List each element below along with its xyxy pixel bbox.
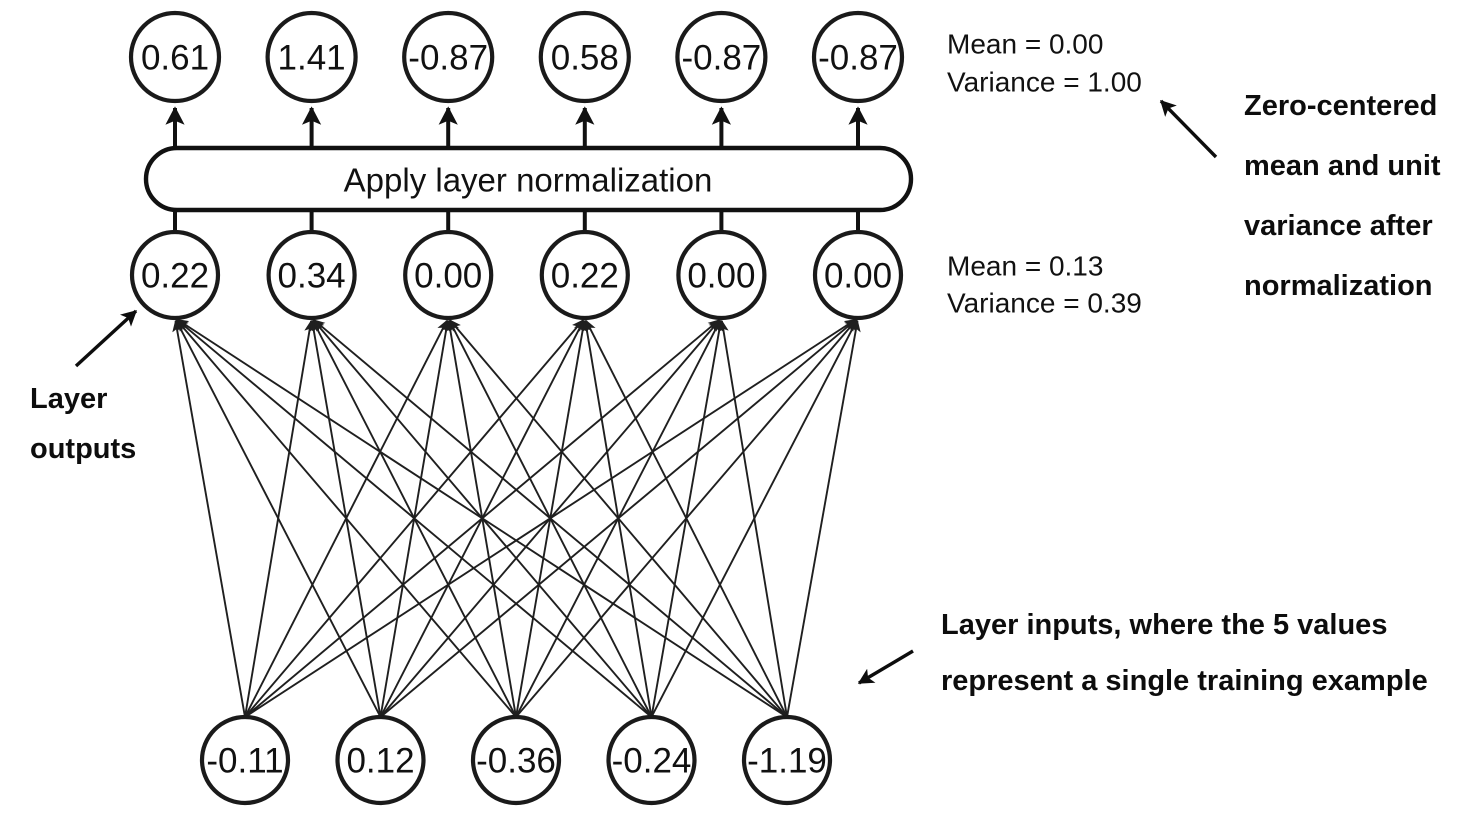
hidden-node-value-3: 0.22 xyxy=(551,257,619,296)
annotation-zero-centered: Zero-centered mean and unit variance aft… xyxy=(1159,90,1441,302)
layer-inputs-arrow-icon xyxy=(857,649,914,685)
hidden-node-5: 0.00 xyxy=(812,229,904,321)
input-node-3: -0.24 xyxy=(606,714,697,806)
edge-input-4-to-hidden-4 xyxy=(718,319,788,716)
input-node-2: -0.36 xyxy=(470,714,562,806)
input-node-circle-4 xyxy=(741,714,833,806)
hidden-node-4: 0.00 xyxy=(676,229,767,321)
hidden-node-circle-1 xyxy=(266,229,357,321)
hidden-to-norm-stems xyxy=(173,210,860,232)
hidden-node-circle-0 xyxy=(129,229,221,321)
zero-centered-annotation-line-1: Zero-centered xyxy=(1244,90,1437,122)
hidden-variance-label: Variance = 0.39 xyxy=(947,288,1142,319)
layer-outputs-annotation-line-2: outputs xyxy=(30,433,136,465)
output-node-value-0: 0.61 xyxy=(141,39,209,78)
output-layer-nodes: 0.61 1.41 -0.87 0.58 -0.87 -0.87 xyxy=(128,10,905,104)
hidden-node-circle-5 xyxy=(812,229,904,321)
layer-outputs-annotation-line-1: Layer xyxy=(30,383,107,415)
hidden-node-2: 0.00 xyxy=(403,229,494,321)
zero-centered-annotation-line-2: mean and unit xyxy=(1244,150,1441,182)
hidden-node-circle-3 xyxy=(539,229,630,321)
hidden-node-value-2: 0.00 xyxy=(414,257,482,296)
connection-edges xyxy=(172,318,861,717)
edge-input-2-to-hidden-0 xyxy=(176,319,516,717)
normalization-box-shape xyxy=(143,145,914,213)
hidden-node-0: 0.22 xyxy=(129,229,221,321)
edge-input-1-to-hidden-0 xyxy=(175,319,381,716)
edge-input-4-to-hidden-3 xyxy=(585,319,787,716)
output-mean-label: Mean = 0.00 xyxy=(947,29,1103,60)
hidden-stats: Mean = 0.13 Variance = 0.39 xyxy=(947,251,1142,319)
edge-input-3-to-hidden-0 xyxy=(176,319,651,717)
annotation-layer-outputs: Layer outputs xyxy=(30,309,138,465)
input-node-circle-0 xyxy=(199,714,291,806)
layer-inputs-annotation-line-1: Layer inputs, where the 5 values xyxy=(941,609,1387,641)
output-node-circle-3 xyxy=(538,10,631,104)
input-node-value-3: -0.24 xyxy=(612,742,692,781)
output-node-circle-5 xyxy=(811,10,905,104)
output-stats: Mean = 0.00 Variance = 1.00 xyxy=(947,29,1142,98)
edge-input-0-to-hidden-0 xyxy=(172,319,246,716)
output-node-circle-2 xyxy=(402,10,495,104)
edge-input-4-to-hidden-1 xyxy=(313,319,787,717)
normalization-box: Apply layer normalization xyxy=(143,145,914,213)
layer-inputs-annotation-line-2: represent a single training example xyxy=(941,665,1428,697)
annotation-layer-inputs: Layer inputs, where the 5 values represe… xyxy=(857,609,1428,697)
hidden-node-value-0: 0.22 xyxy=(141,257,209,296)
input-node-1: 0.12 xyxy=(335,714,426,806)
hidden-node-1: 0.34 xyxy=(266,229,357,321)
input-node-circle-1 xyxy=(335,714,426,806)
hidden-node-value-4: 0.00 xyxy=(687,257,755,296)
input-layer-nodes: -0.11 0.12 -0.36 -0.24 -1.19 xyxy=(199,714,833,806)
norm-to-output-arrows xyxy=(165,106,868,148)
output-node-5: -0.87 xyxy=(811,10,905,104)
layer-outputs-arrow-icon xyxy=(74,309,138,368)
hidden-node-value-5: 0.00 xyxy=(824,257,892,296)
output-node-1: 1.41 xyxy=(265,10,358,104)
normalization-box-label: Apply layer normalization xyxy=(344,162,713,199)
zero-centered-arrow-icon xyxy=(1159,99,1218,159)
input-node-circle-2 xyxy=(470,714,562,806)
output-node-value-1: 1.41 xyxy=(278,39,346,78)
hidden-node-3: 0.22 xyxy=(539,229,630,321)
edge-input-4-to-hidden-2 xyxy=(449,319,787,717)
output-node-circle-1 xyxy=(265,10,358,104)
hidden-mean-label: Mean = 0.13 xyxy=(947,251,1103,282)
hidden-node-circle-4 xyxy=(676,229,767,321)
output-node-circle-0 xyxy=(128,10,222,104)
output-node-value-4: -0.87 xyxy=(682,39,762,78)
edge-input-4-to-hidden-5 xyxy=(786,319,861,716)
input-node-value-2: -0.36 xyxy=(476,742,556,781)
output-variance-label: Variance = 1.00 xyxy=(947,67,1142,98)
edge-input-4-to-hidden-0 xyxy=(176,318,786,717)
output-node-0: 0.61 xyxy=(128,10,222,104)
input-node-circle-3 xyxy=(606,714,697,806)
hidden-node-value-1: 0.34 xyxy=(278,257,346,296)
hidden-layer-nodes: 0.22 0.34 0.00 0.22 0.00 0.00 xyxy=(129,229,904,321)
input-node-value-1: 0.12 xyxy=(346,742,414,781)
output-node-4: -0.87 xyxy=(675,10,768,104)
input-node-value-4: -1.19 xyxy=(747,742,827,781)
input-node-0: -0.11 xyxy=(199,714,291,806)
zero-centered-annotation-line-3: variance after xyxy=(1244,210,1433,242)
output-node-2: -0.87 xyxy=(402,10,495,104)
output-node-value-5: -0.87 xyxy=(818,39,898,78)
output-node-value-2: -0.87 xyxy=(408,39,488,78)
input-node-value-0: -0.11 xyxy=(206,742,283,781)
output-node-circle-4 xyxy=(675,10,768,104)
output-node-3: 0.58 xyxy=(538,10,631,104)
input-node-4: -1.19 xyxy=(741,714,833,806)
zero-centered-annotation-line-4: normalization xyxy=(1244,270,1433,302)
hidden-node-circle-2 xyxy=(403,229,494,321)
output-node-value-3: 0.58 xyxy=(551,39,619,78)
